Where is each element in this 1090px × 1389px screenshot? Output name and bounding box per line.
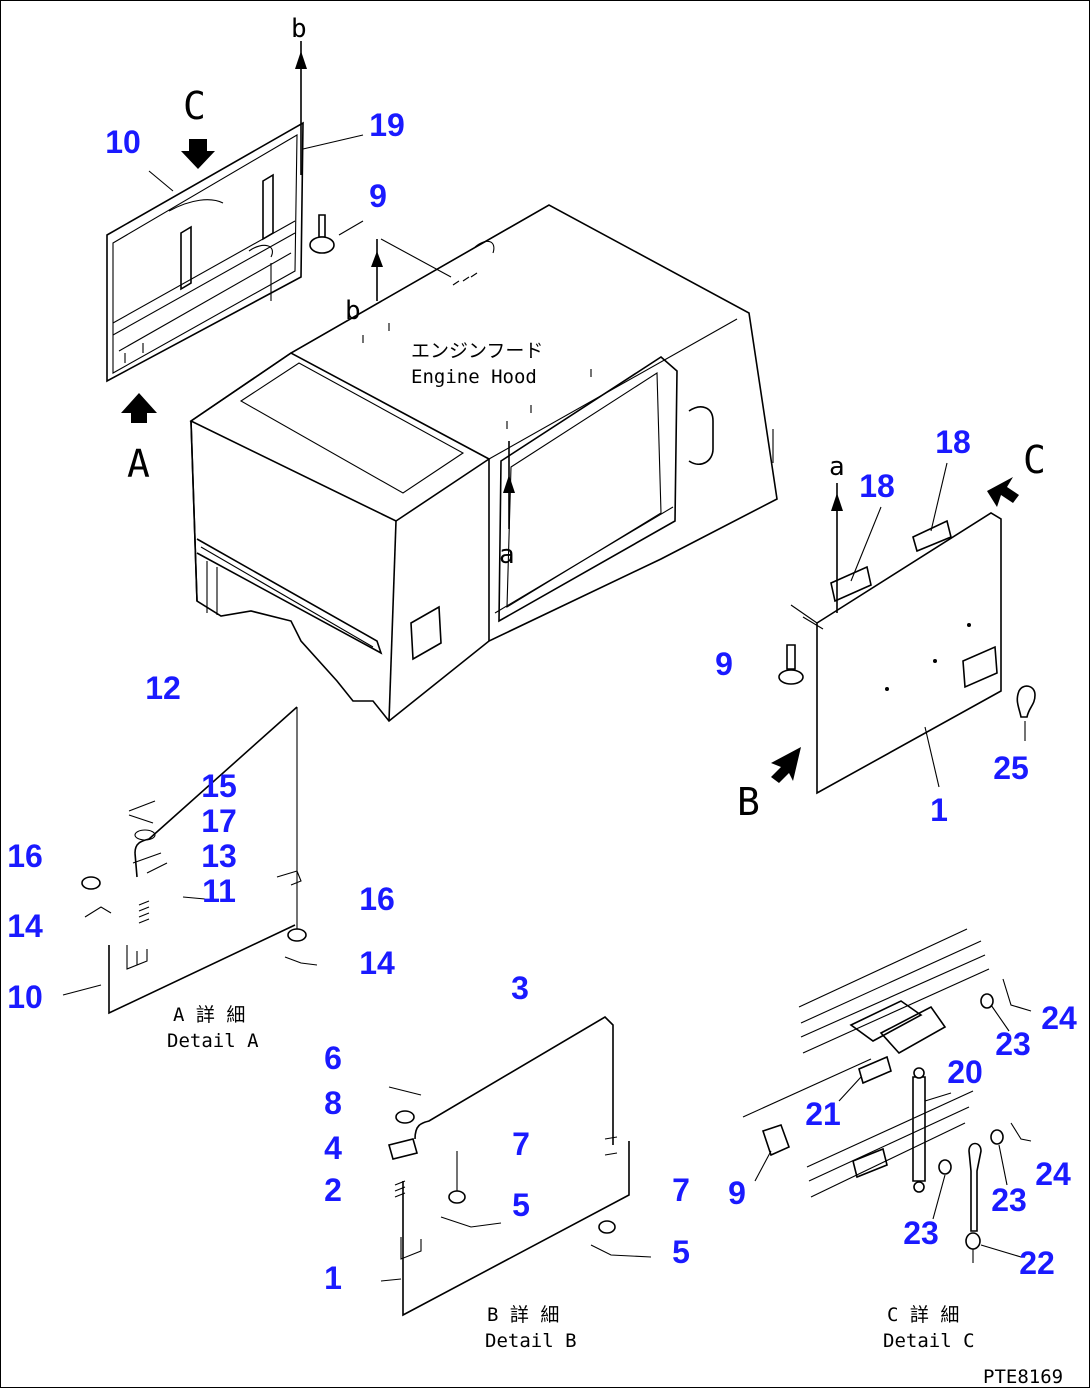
detail-b-drawing — [380, 1015, 652, 1317]
arrow-a-hood — [503, 441, 515, 529]
leader-19 — [302, 134, 364, 150]
leader-18-a — [930, 462, 948, 532]
callout-23-a: 23 — [995, 1026, 1031, 1062]
detail-c-drawing — [742, 928, 1032, 1263]
callout-7-a: 7 — [512, 1126, 530, 1162]
callout-1-bottom: 1 — [324, 1260, 342, 1296]
callout-23-c: 23 — [903, 1215, 939, 1251]
callout-13: 13 — [201, 838, 237, 874]
callout-9-c: 9 — [728, 1175, 746, 1211]
view-arrow-c-right — [987, 477, 1019, 507]
detail-c-caption-en: Detail C — [883, 1330, 975, 1352]
callout-20: 20 — [947, 1054, 983, 1090]
drawing-code: PTE8169 — [983, 1366, 1063, 1388]
callout-18-b: 18 — [859, 468, 895, 504]
arrow-b-top — [295, 41, 307, 175]
callout-5-b: 5 — [672, 1234, 690, 1270]
arrow-letter-a-right: a — [829, 452, 845, 482]
door-panel-right — [790, 512, 1002, 795]
callout-16-left: 16 — [7, 838, 43, 874]
view-letter-a: A — [127, 442, 150, 486]
detail-a-drawing — [62, 706, 318, 1015]
knob-25 — [1016, 685, 1036, 741]
callout-22: 22 — [1019, 1245, 1055, 1281]
arrow-a-right — [831, 483, 843, 613]
arrow-letter-b-hood: b — [345, 296, 361, 326]
callout-2: 2 — [324, 1172, 342, 1208]
engine-hood — [189, 204, 778, 723]
callout-21: 21 — [805, 1096, 841, 1132]
detail-a-caption-en: Detail A — [167, 1030, 259, 1052]
view-letter-c-top: C — [183, 84, 206, 128]
callout-6: 6 — [324, 1040, 342, 1076]
callout-11: 11 — [202, 873, 236, 909]
callout-3: 3 — [511, 970, 529, 1006]
door-panel-top-left — [106, 121, 304, 383]
callout-10-top: 10 — [105, 124, 141, 160]
view-arrow-a — [121, 393, 157, 423]
callout-9-right: 9 — [715, 646, 733, 682]
arrow-letter-b-top: b — [291, 14, 307, 44]
view-arrow-b — [771, 747, 801, 783]
leader-10-top — [148, 170, 174, 192]
callout-24-a: 24 — [1041, 1000, 1077, 1036]
callout-19: 19 — [369, 107, 405, 143]
callout-16-right: 16 — [359, 881, 395, 917]
callout-5-a: 5 — [512, 1187, 530, 1223]
callout-18-a: 18 — [935, 424, 971, 460]
callout-17: 17 — [201, 803, 237, 839]
detail-b-caption-en: Detail B — [485, 1330, 577, 1352]
callout-9-top: 9 — [369, 178, 387, 214]
callout-1-right: 1 — [930, 792, 948, 828]
callout-23-b: 23 — [991, 1182, 1027, 1218]
bolt-9-right — [778, 644, 804, 685]
engine-hood-label-en: Engine Hood — [411, 366, 537, 388]
callout-8: 8 — [324, 1085, 342, 1121]
engine-hood-label-jp: エンジンフード — [411, 340, 543, 362]
view-arrow-c-top — [181, 139, 215, 169]
leader-1-right — [924, 726, 940, 788]
detail-b-caption-jp: B 詳 細 — [487, 1304, 559, 1326]
callout-14-right: 14 — [359, 945, 395, 981]
view-letter-c-right: C — [1023, 438, 1046, 482]
callout-14-left: 14 — [7, 908, 43, 944]
arrow-letter-a-hood: a — [499, 540, 515, 570]
detail-c-caption-jp: C 詳 細 — [887, 1304, 959, 1326]
callout-12: 12 — [145, 670, 181, 706]
callout-25: 25 — [993, 750, 1029, 786]
callout-10-bottom: 10 — [7, 979, 43, 1015]
callout-4: 4 — [324, 1130, 342, 1166]
detail-a-caption-jp: A 詳 細 — [173, 1004, 245, 1026]
leader-18-b — [850, 506, 882, 582]
callout-7-b: 7 — [672, 1172, 690, 1208]
callout-24-b: 24 — [1035, 1156, 1071, 1192]
arrow-b-hood — [371, 238, 452, 301]
view-letter-b: B — [737, 780, 760, 824]
callout-15: 15 — [201, 768, 237, 804]
bolt-9-top — [309, 214, 364, 254]
